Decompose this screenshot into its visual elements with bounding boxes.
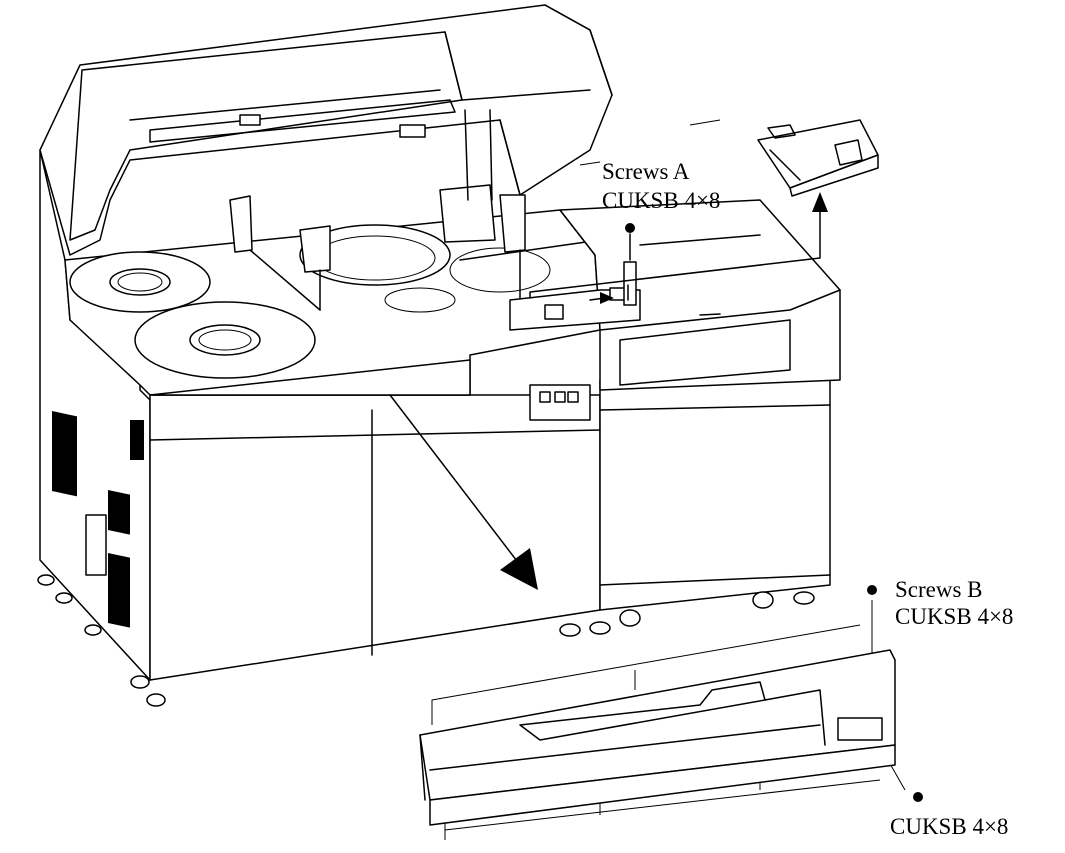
screws-a-title: Screws A	[602, 159, 690, 184]
screw-bottom-fastener	[913, 792, 923, 802]
alignment-guide-lines	[431, 119, 906, 840]
probe-arms	[229, 109, 601, 311]
screw-b-fastener	[867, 585, 877, 595]
screw-a-fastener	[623, 223, 637, 306]
removal-arrow-front-panel	[389, 394, 538, 590]
analyzer-cabinet	[37, 149, 831, 707]
sample-disk-left	[69, 251, 211, 313]
front-control-panel	[529, 384, 591, 421]
removed-front-panel	[419, 649, 896, 826]
top-cover-open	[39, 4, 613, 256]
side-vent-grille	[52, 411, 144, 628]
screws-b-title: Screws B	[895, 577, 983, 602]
removed-cover-plate	[757, 119, 879, 197]
cabinet-feet	[37, 574, 815, 707]
removal-arrow-cover	[529, 192, 828, 304]
bottom-screw-spec: CUKSB 4×8	[890, 814, 1009, 839]
reaction-disk	[299, 224, 451, 286]
sample-disk-front	[134, 301, 316, 379]
screws-a-spec: CUKSB 4×8	[602, 188, 721, 213]
wash-unit	[384, 247, 551, 313]
analyzer-deck	[64, 109, 601, 421]
screws-b-spec: CUKSB 4×8	[895, 604, 1014, 629]
